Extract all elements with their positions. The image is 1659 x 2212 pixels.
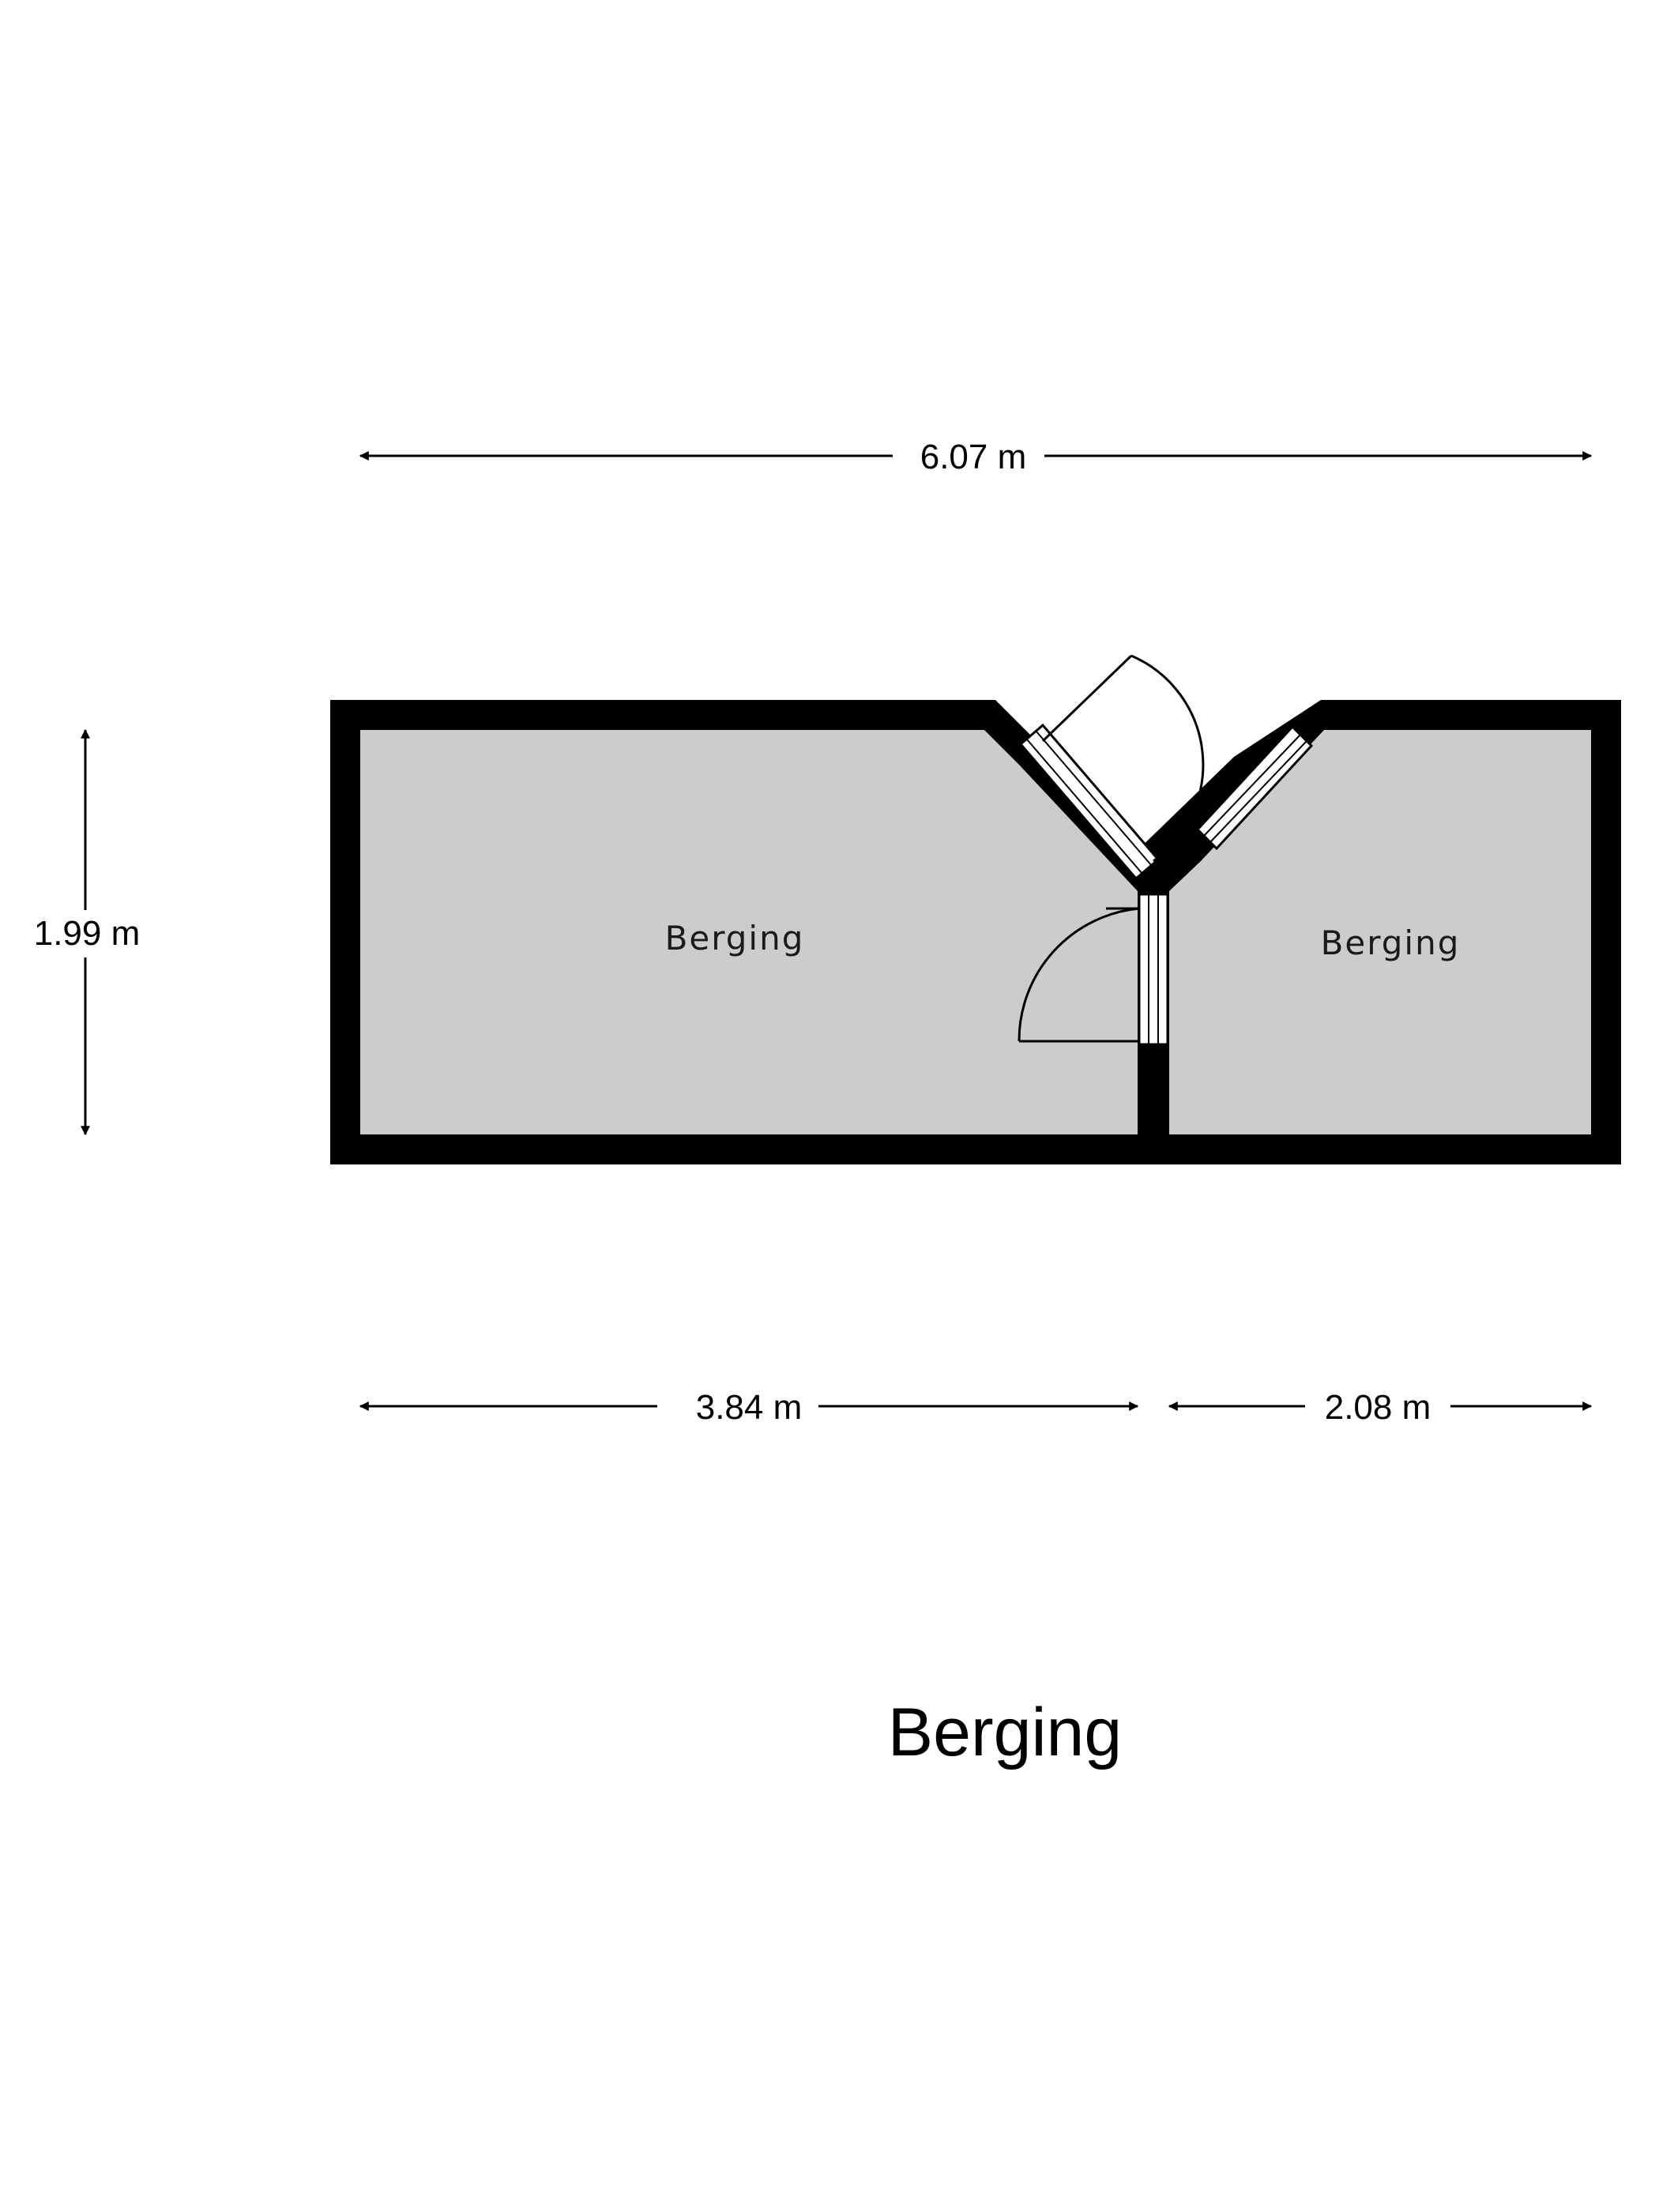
dimension-label-total-width: 6.07 m (920, 438, 1027, 476)
dimension-label-right-width: 2.08 m (1325, 1388, 1431, 1427)
door-swing-exterior (1041, 654, 1205, 863)
room-label-left: Berging (665, 919, 805, 957)
room-floor-left (360, 730, 1138, 1134)
door-swing-interior (1018, 907, 1140, 1043)
window-right-diagonal (1195, 724, 1314, 851)
dimension-label-height: 1.99 m (34, 914, 141, 953)
window-left-diagonal (1018, 723, 1161, 881)
dimension-left-width: 3.84 m (359, 1388, 1139, 1427)
dimension-height: 1.99 m (34, 728, 141, 1136)
interior-wall (1138, 1044, 1169, 1164)
room-floor-right (1169, 730, 1591, 1134)
dimension-right-width: 2.08 m (1168, 1388, 1593, 1427)
room-label-right: Berging (1321, 924, 1461, 962)
dimension-total-width: 6.07 m (359, 438, 1593, 476)
dimension-label-left-width: 3.84 m (696, 1388, 803, 1427)
door-frame-interior (1138, 893, 1169, 1046)
plan-title: Berging (888, 1695, 1122, 1770)
